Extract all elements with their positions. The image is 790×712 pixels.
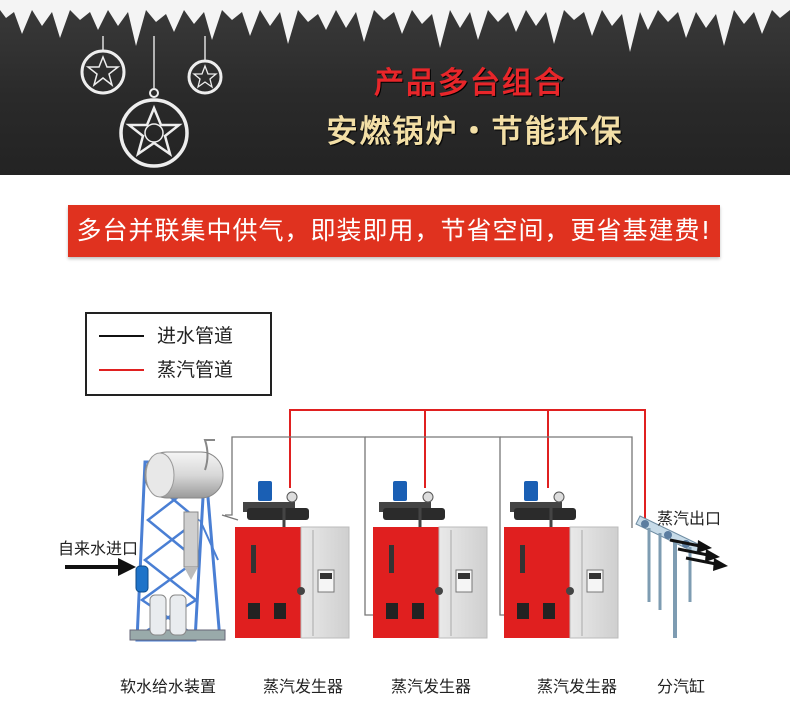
steam-outlet-label: 蒸汽出口 [657,509,722,528]
banner-subline: 安燃锅炉・节能环保 [326,114,624,150]
red-line-swatch [99,369,144,371]
steam-generator-3 [504,481,619,639]
equipment-label: 蒸汽发生器 [537,677,618,696]
legend-item-steam: 蒸汽管道 [99,358,264,382]
steam-header-distributor [635,515,701,638]
water-pipe-network [221,436,633,616]
equipment-label: 软水给水装置 [120,677,217,696]
equipment-label: 分汽缸 [657,677,706,696]
legend-label: 进水管道 [157,325,234,347]
icicles-decoration [0,0,790,52]
steam-generator-1 [235,481,350,639]
equipment-label: 蒸汽发生器 [391,677,472,696]
black-line-swatch [99,335,144,337]
steam-generator-2 [373,481,488,639]
legend-label: 蒸汽管道 [157,359,234,381]
equipment-label: 蒸汽发生器 [263,677,344,696]
steam-outlet-arrows [669,538,728,571]
legend-item-water: 进水管道 [99,324,264,348]
water-inlet-arrow [65,558,136,576]
header-banner: 产品多台组合 安燃锅炉・节能环保 [0,0,790,175]
water-softener-unit [129,439,226,642]
banner-headline: 产品多台组合 [374,66,566,101]
pipe-legend: 进水管道 蒸汽管道 [85,312,272,396]
steam-pipe-network [289,409,646,522]
water-inlet-label: 自来水进口 [58,539,139,558]
christmas-ornaments-decoration [80,36,223,168]
slogan-bar: 多台并联集中供气，即装即用，节省空间，更省基建费! [68,205,720,257]
